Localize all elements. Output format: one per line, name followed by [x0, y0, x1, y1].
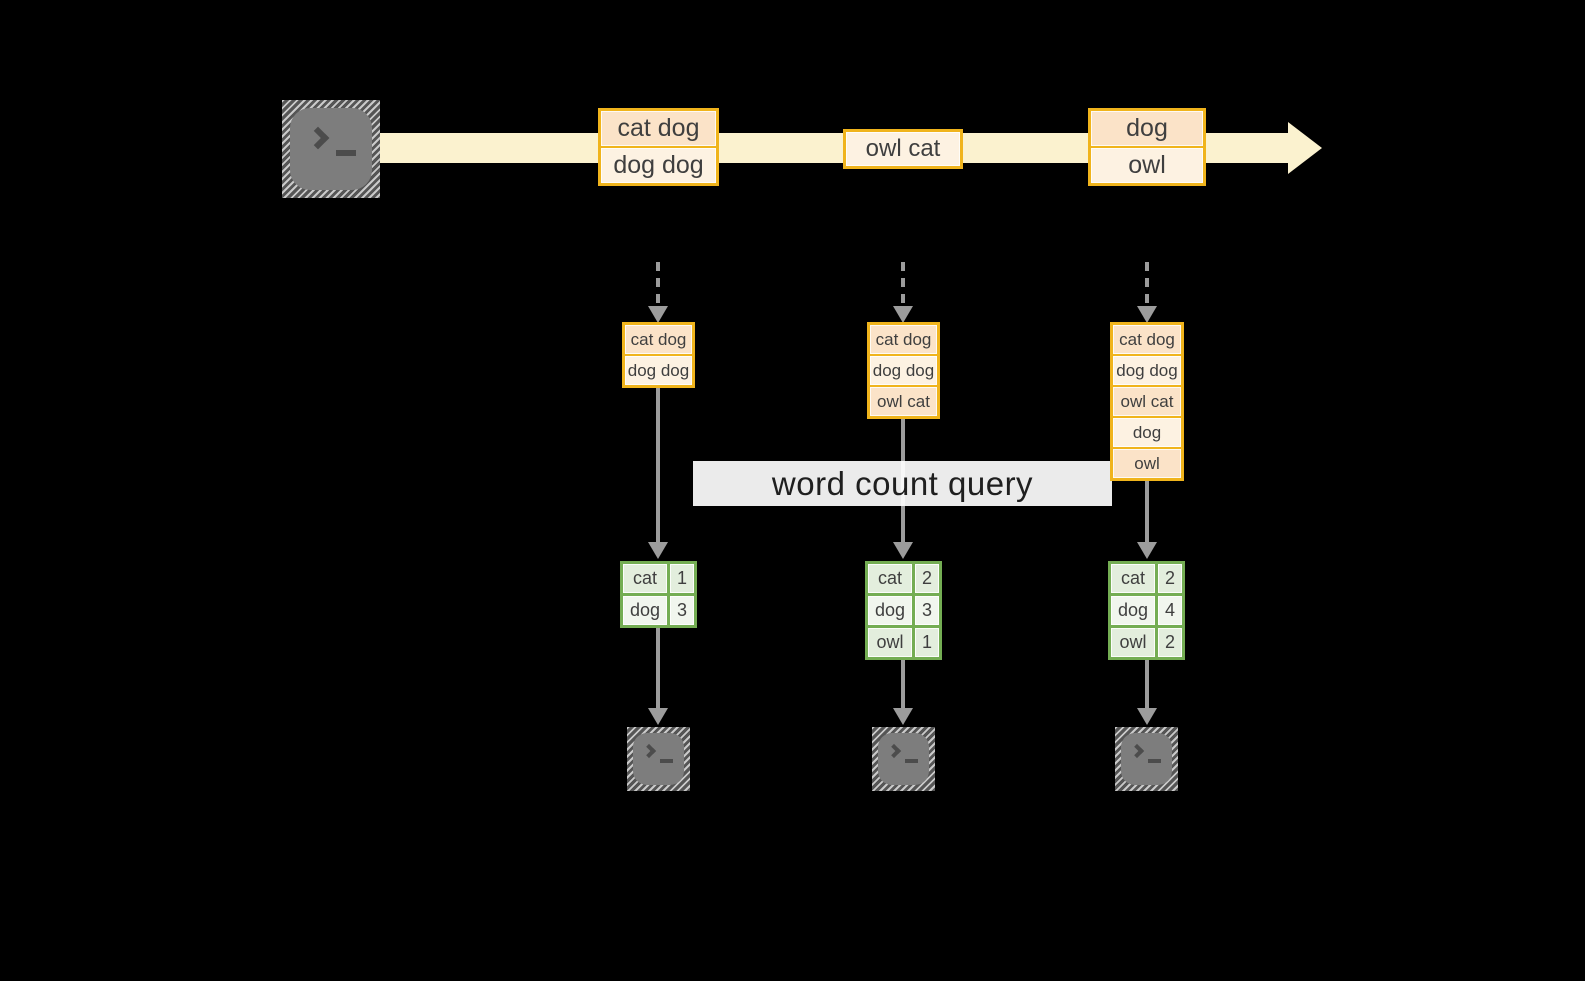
count-value-cell: 2	[1158, 628, 1182, 657]
prompt-chevron-icon	[1129, 743, 1145, 759]
stream-arrowhead-icon	[1288, 122, 1322, 174]
output-arrow	[656, 628, 660, 708]
count-word-cell: cat	[1111, 564, 1155, 593]
prompt-chevron-icon	[641, 743, 657, 759]
output-arrow	[901, 660, 905, 708]
arrowhead-icon	[893, 708, 913, 725]
arrowhead-icon	[1137, 542, 1157, 559]
dashed-arrow	[1145, 262, 1149, 306]
query-arrow	[656, 388, 660, 542]
terminal-icon	[1115, 727, 1178, 791]
arrowhead-icon	[1137, 708, 1157, 725]
buffer-row: owl cat	[870, 387, 937, 416]
count-value-cell: 1	[915, 628, 939, 657]
buffer-row: dog	[1113, 418, 1181, 447]
count-word-cell: dog	[868, 596, 912, 625]
buffer-row: dog dog	[625, 356, 692, 385]
buffer-row: owl cat	[1113, 387, 1181, 416]
arrowhead-icon	[648, 306, 668, 323]
prompt-underscore-icon	[336, 150, 356, 156]
arrowhead-icon	[893, 542, 913, 559]
terminal-screen	[290, 108, 372, 190]
prompt-underscore-icon	[905, 759, 918, 763]
count-word-cell: owl	[868, 628, 912, 657]
buffer-row: cat dog	[1113, 325, 1181, 354]
terminal-icon	[872, 727, 935, 791]
count-word-cell: cat	[868, 564, 912, 593]
buffer-row: dog dog	[1113, 356, 1181, 385]
count-value-cell: 1	[670, 564, 694, 593]
buffer-row: cat dog	[625, 325, 692, 354]
count-value-cell: 3	[915, 596, 939, 625]
terminal-icon	[282, 100, 380, 198]
count-value-cell: 2	[1158, 564, 1182, 593]
count-word-cell: cat	[623, 564, 667, 593]
query-arrow	[1145, 481, 1149, 542]
arrowhead-icon	[648, 708, 668, 725]
arrowhead-icon	[648, 542, 668, 559]
prompt-chevron-icon	[886, 743, 902, 759]
buffer-row: cat dog	[870, 325, 937, 354]
terminal-screen	[633, 733, 684, 785]
arrowhead-icon	[893, 306, 913, 323]
prompt-underscore-icon	[660, 759, 673, 763]
prompt-underscore-icon	[1148, 759, 1161, 763]
query-label-band: word count query	[693, 461, 1112, 506]
stream-event-row: owl	[1091, 148, 1203, 183]
arrowhead-icon	[1137, 306, 1157, 323]
buffer-row: owl	[1113, 449, 1181, 478]
count-word-cell: dog	[1111, 596, 1155, 625]
terminal-screen	[1121, 733, 1172, 785]
buffer-row: dog dog	[870, 356, 937, 385]
count-value-cell: 2	[915, 564, 939, 593]
terminal-icon	[627, 727, 690, 791]
count-word-cell: dog	[623, 596, 667, 625]
output-arrow	[1145, 660, 1149, 708]
count-word-cell: owl	[1111, 628, 1155, 657]
count-value-cell: 3	[670, 596, 694, 625]
dashed-arrow	[656, 262, 660, 306]
stream-event-box: owl cat	[843, 129, 963, 169]
count-value-cell: 4	[1158, 596, 1182, 625]
query-label: word count query	[771, 464, 1034, 502]
stream-event-row: dog dog	[601, 148, 716, 183]
stream-event-row: cat dog	[601, 111, 716, 146]
dashed-arrow	[901, 262, 905, 306]
prompt-chevron-icon	[306, 126, 330, 150]
stream-event-row: dog	[1091, 111, 1203, 146]
terminal-screen	[878, 733, 929, 785]
stream-event-row: owl cat	[846, 132, 960, 166]
